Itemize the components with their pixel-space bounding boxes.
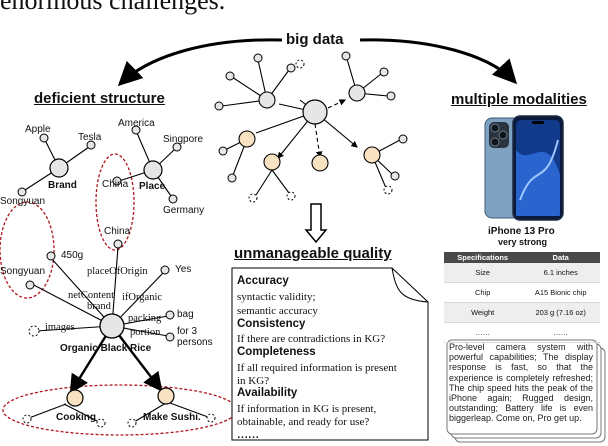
quality-text: If information in KG is present,: [237, 403, 377, 415]
node-america: [131, 125, 141, 135]
spec-cell: ……: [444, 322, 522, 343]
edge-netContent: netContent: [68, 290, 115, 301]
arrow-to-modalities: [359, 38, 518, 85]
table-row: Chip A15 Bionic chip: [444, 282, 600, 303]
node-apple: [39, 133, 49, 143]
arrow-to-structure: [117, 38, 283, 87]
node-cooking: [66, 389, 84, 407]
top-text: enormous challenges.: [0, 0, 226, 15]
quality-document: [231, 267, 429, 441]
table-row: Weight 203 g (7.16 oz): [444, 302, 600, 323]
spec-cell: Weight: [444, 302, 522, 323]
product-description: Pro-level camera system with powerful ca…: [449, 342, 593, 424]
node-songyuan-top: [17, 187, 27, 197]
node-brand: [49, 158, 69, 178]
quality-heading-completeness: Completeness: [237, 346, 316, 358]
big-data-network: [214, 51, 408, 203]
phone-subtitle: very strong: [498, 237, 548, 247]
section-unmanageable-quality: unmanageable quality: [234, 245, 392, 262]
label-yes: Yes: [175, 264, 192, 275]
down-arrow: [304, 203, 328, 244]
label-brand: Brand: [48, 180, 77, 191]
node-songyuan-bottom: [25, 280, 35, 290]
node-450g: [46, 251, 56, 261]
quality-text: obtainable, and ready for use?: [237, 416, 370, 428]
spec-cell: 6.1 inches: [521, 263, 600, 283]
label-bag: bag: [177, 309, 194, 320]
songyuan-ellipse: [0, 201, 55, 299]
section-multiple-modalities: multiple modalities: [451, 91, 587, 108]
spec-cell: Size: [444, 263, 522, 283]
edge-images: images: [45, 322, 75, 333]
table-row: …… ……: [444, 322, 600, 343]
label-sushi: Make Sushi.: [143, 412, 201, 423]
quality-text: semantic accuracy: [237, 305, 318, 317]
spec-cell: ……: [521, 322, 600, 343]
label-songyuan-top: Songyuan: [0, 196, 46, 207]
big-data-arrows: [117, 38, 518, 87]
quality-text: If all required information is present: [237, 362, 397, 374]
node-china-mid: [113, 239, 123, 249]
phone-image: [484, 115, 564, 221]
spec-header: Specifications: [444, 252, 522, 263]
label-china-mid: China: [104, 226, 131, 237]
edge-ifOrganic: ifOrganic: [122, 292, 163, 303]
label-cooking: Cooking: [56, 412, 96, 423]
node-singpore: [172, 142, 182, 152]
spec-cell: 203 g (7.16 oz): [521, 302, 600, 323]
node-germany: [168, 194, 178, 204]
phone-name: iPhone 13 Pro: [488, 226, 555, 237]
label-songyuan-bottom: Songyuan: [0, 266, 46, 277]
quality-ellipsis: ……: [237, 429, 259, 441]
label-singpore: Singpore: [163, 134, 204, 145]
spec-table: Specifications Data Size 6.1 inches Chip…: [444, 252, 600, 343]
spec-cell: A15 Bionic chip: [521, 282, 600, 303]
label-450g: 450g: [61, 250, 84, 261]
quality-text: syntactic validity;: [237, 291, 316, 303]
edge-brand: brand: [87, 301, 111, 312]
quality-text: in KG?: [237, 375, 270, 387]
table-row: Size 6.1 inches: [444, 263, 600, 283]
label-tesla: Tesla: [78, 132, 102, 143]
description-stack: [446, 339, 606, 443]
quality-heading-accuracy: Accuracy: [237, 275, 289, 287]
node-images: [28, 325, 40, 337]
label-place: Place: [139, 181, 166, 192]
quality-heading-consistency: Consistency: [237, 318, 306, 330]
node-sushi: [157, 387, 175, 405]
china-ellipse: [95, 153, 135, 251]
edge-placeOfOrigin: placeOfOrigin: [87, 266, 148, 277]
label-apple: Apple: [25, 124, 51, 135]
node-yes: [160, 265, 170, 275]
spec-header: Data: [521, 252, 600, 263]
edge-portion: portion: [130, 327, 161, 338]
section-deficient-structure: deficient structure: [34, 90, 165, 107]
node-bag: [165, 310, 175, 320]
quality-heading-availability: Availability: [237, 387, 298, 399]
label-germany: Germany: [163, 205, 205, 216]
edge-packing: packing: [128, 313, 162, 324]
quality-text: If there are contradictions in KG?: [237, 333, 386, 345]
node-china-top: [112, 176, 122, 186]
spec-cell: Chip: [444, 282, 522, 303]
label-persons: for 3 persons: [177, 326, 213, 348]
usage-ellipse: [2, 384, 238, 436]
node-tesla: [86, 140, 96, 150]
node-place: [143, 160, 163, 180]
label-america: America: [118, 118, 155, 129]
big-data-title: big data: [286, 31, 344, 48]
knowledge-graph: [0, 125, 238, 436]
node-persons: [165, 332, 175, 342]
node-rice: [99, 313, 125, 339]
label-rice: Organic Black Rice: [60, 343, 152, 354]
label-china-top: China: [102, 179, 129, 190]
